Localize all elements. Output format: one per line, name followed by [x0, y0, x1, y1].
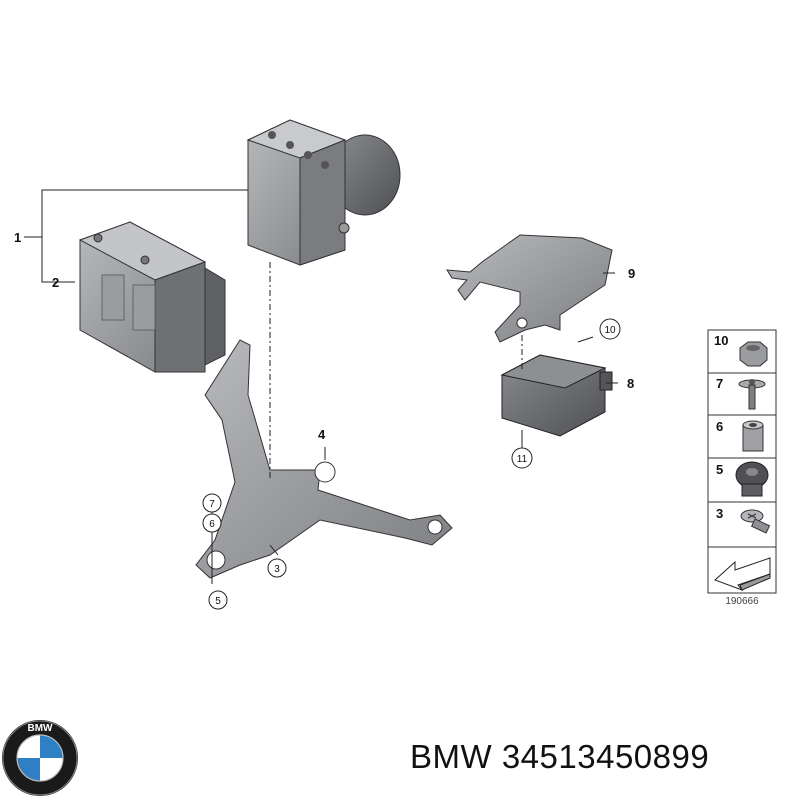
callout-7: 7 [209, 499, 215, 510]
callout-5: 5 [215, 596, 221, 607]
brand-name: BMW [410, 738, 493, 775]
bmw-logo: BMW [2, 720, 78, 796]
legend-item-5: 5 [716, 462, 723, 477]
callout-4: 4 [318, 427, 326, 442]
small-parts-legend: 10 7 6 5 3 [707, 329, 777, 607]
control-module-bracket [446, 234, 613, 343]
callout-1: 1 [14, 230, 21, 245]
rubber-mount-icon [735, 461, 769, 497]
hydraulic-unit [246, 119, 401, 266]
screw-icon [740, 509, 771, 534]
callout-11: 11 [517, 454, 528, 465]
legend-item-10: 10 [714, 333, 728, 348]
leader-lines [24, 189, 618, 584]
callout-6: 6 [209, 519, 215, 530]
nut-icon [739, 341, 768, 367]
abs-control-unit [78, 221, 226, 373]
control-module [500, 354, 613, 437]
bmw-logo-letters: BMW [28, 723, 54, 734]
legend-item-3: 3 [716, 506, 723, 521]
bolt-with-washer-icon [738, 379, 766, 410]
callout-8: 8 [627, 376, 634, 391]
callout-10: 10 [604, 325, 616, 336]
part-number-caption: BMW 34513450899 [410, 738, 709, 776]
direction-arrow-icon [714, 557, 771, 592]
callout-labels: 1 2 4 9 8 7 6 5 3 10 11 [14, 230, 635, 610]
part-number: 34513450899 [501, 738, 710, 775]
callout-3: 3 [274, 564, 280, 575]
callout-9: 9 [628, 266, 635, 281]
drawing-number: 190666 [725, 596, 759, 607]
mounting-bracket [195, 339, 453, 579]
sleeve-icon [742, 420, 764, 452]
legend-item-7: 7 [716, 376, 723, 391]
callout-2: 2 [52, 275, 59, 290]
legend-item-6: 6 [716, 419, 723, 434]
